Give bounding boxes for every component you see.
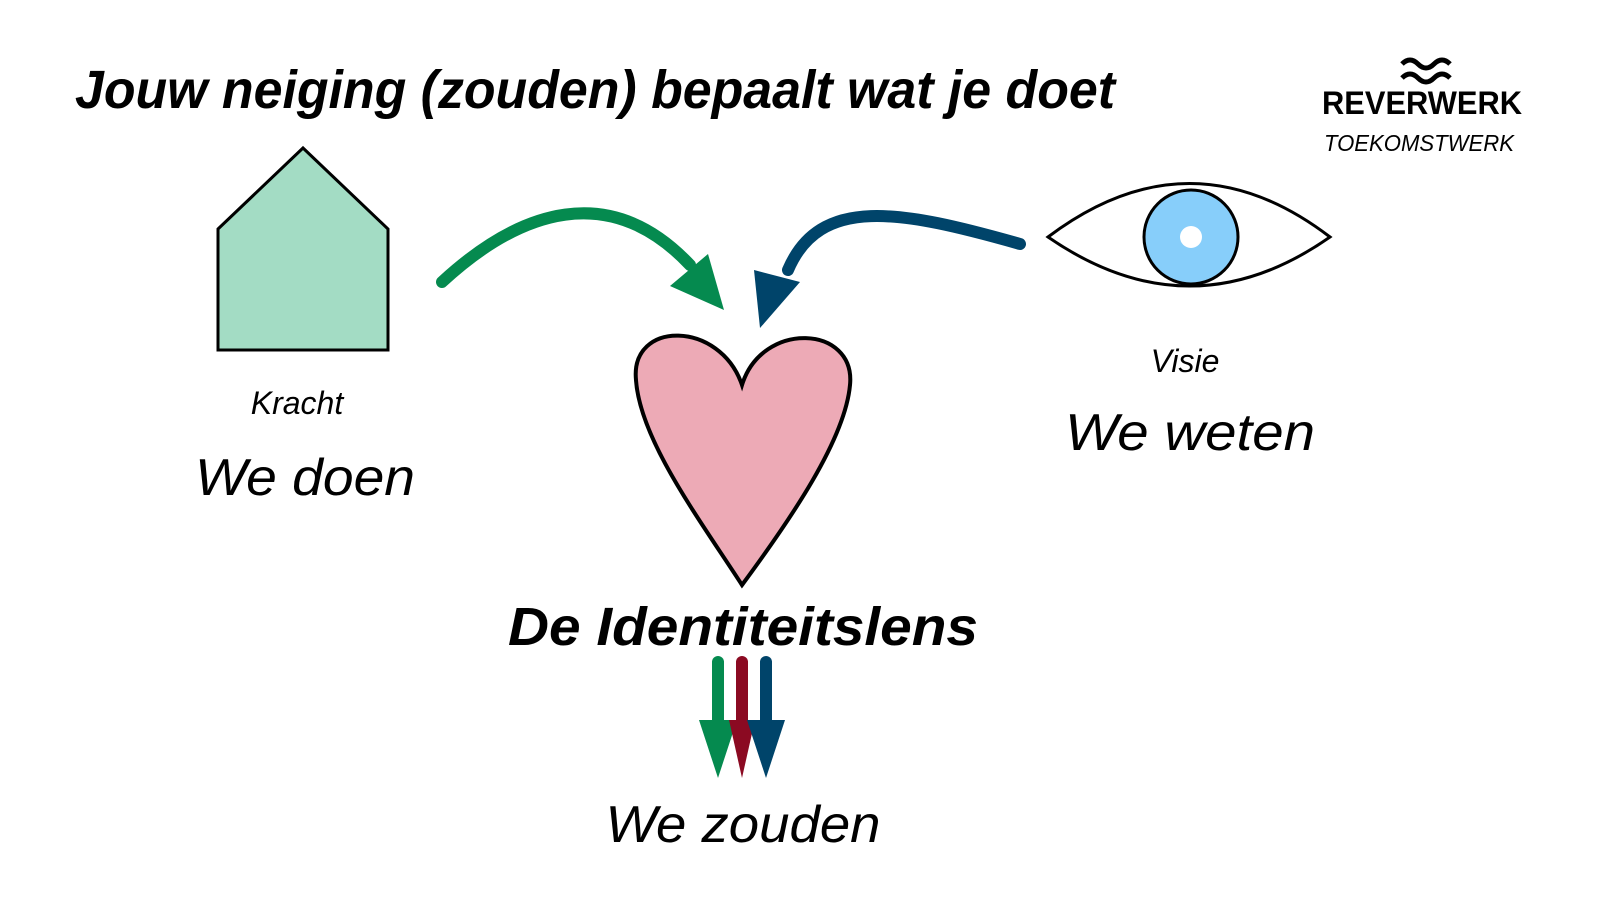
house-icon bbox=[216, 145, 390, 352]
eye-icon bbox=[1045, 182, 1333, 288]
heart-icon bbox=[633, 333, 853, 589]
logo: REVERWERK TOEKOMSTWERK bbox=[1322, 57, 1522, 156]
page-title: Jouw neiging (zouden) bepaalt wat je doe… bbox=[75, 60, 1117, 120]
blue-arrow bbox=[754, 210, 1026, 328]
red-down-arrow bbox=[729, 656, 755, 778]
wave-icon bbox=[1400, 57, 1452, 85]
we-weten-caption: We weten bbox=[1065, 404, 1315, 462]
three-down-arrows bbox=[699, 656, 785, 778]
visie-label: Visie bbox=[1151, 343, 1220, 379]
green-down-arrow bbox=[699, 656, 737, 778]
blue-down-arrow bbox=[747, 656, 785, 778]
green-arrow bbox=[436, 207, 724, 310]
kracht-label: Kracht bbox=[251, 385, 345, 421]
logo-brand: REVERWERK bbox=[1322, 85, 1522, 121]
logo-tagline: TOEKOMSTWERK bbox=[1324, 130, 1516, 156]
identiteitslens-label: De Identiteitslens bbox=[508, 597, 978, 657]
we-zouden-caption: We zouden bbox=[606, 796, 881, 854]
we-doen-caption: We doen bbox=[195, 449, 415, 507]
